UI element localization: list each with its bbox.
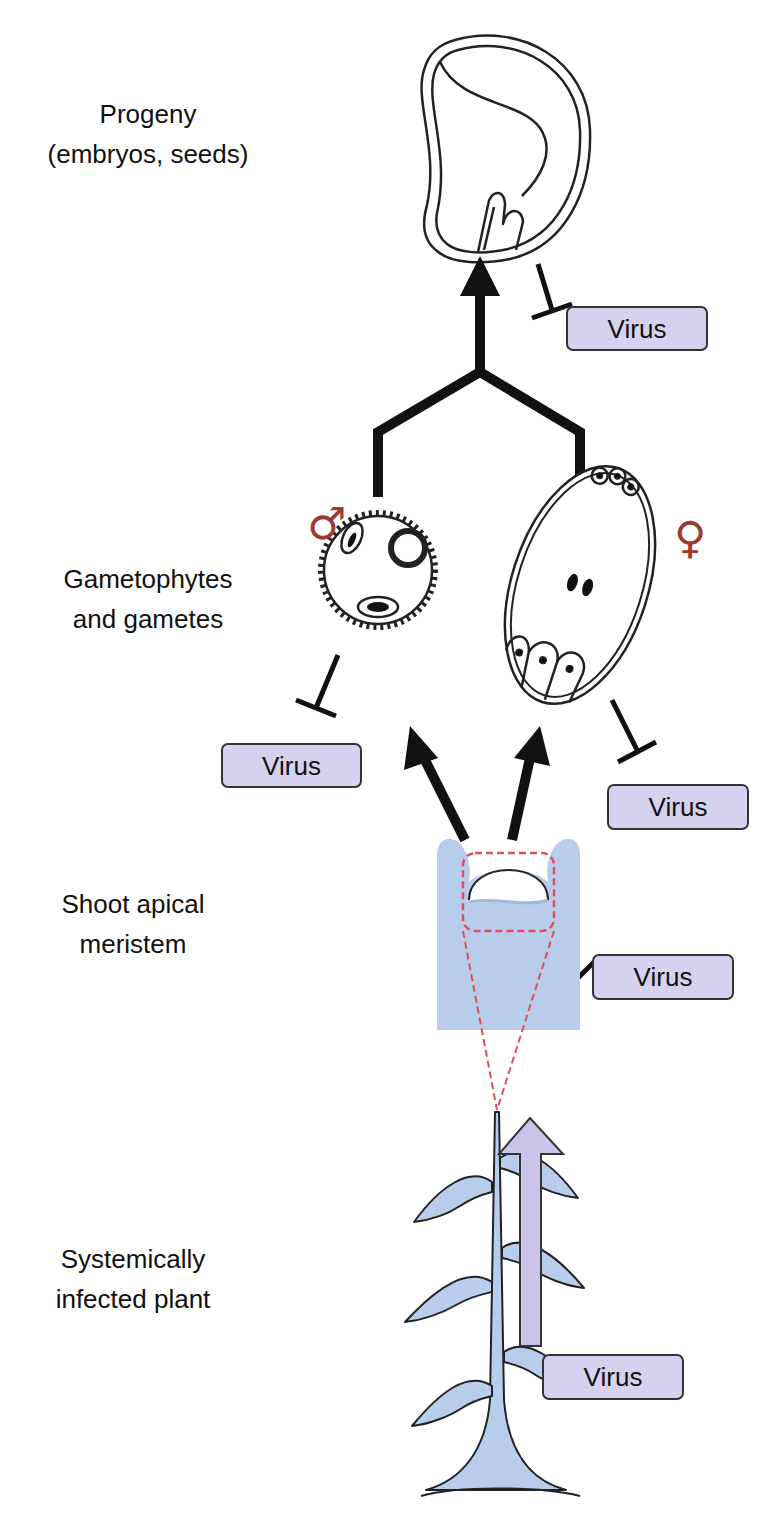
pollen-grain (391, 531, 425, 565)
embryo-sac (565, 664, 574, 673)
embryo-sac (590, 466, 610, 486)
plant-drawing (405, 1112, 584, 1496)
embryo-sac (621, 477, 641, 497)
inhibition-line (538, 264, 552, 310)
node-text: Virus (608, 314, 667, 344)
inhibition-line (316, 655, 338, 708)
plant-drawing (414, 1176, 492, 1222)
stage-heading: Gametophytes and gametes (53, 559, 243, 639)
sex-symbol: ♂ (297, 498, 357, 550)
development-arrow (512, 758, 530, 840)
inhibition-line (612, 700, 638, 752)
plant-drawing (412, 1381, 492, 1426)
merge-arrow (378, 290, 580, 497)
development-arrow (424, 758, 530, 840)
seed-drawing (422, 36, 591, 263)
node-text: Virus (584, 1362, 643, 1392)
stage-heading: Progeny (embryos, seeds) (43, 94, 253, 174)
embryo-sac (497, 633, 537, 686)
merge-arrow (475, 290, 485, 372)
seed-drawing (440, 62, 547, 196)
node-text: Virus (262, 751, 321, 781)
seed-drawing (422, 36, 591, 263)
plant-drawing (421, 1489, 580, 1497)
embryo-sac (627, 483, 635, 491)
inhibition-line (618, 742, 656, 762)
embryo-sac (546, 649, 588, 704)
embryo-sac (565, 572, 580, 592)
virus-box: Virus (221, 743, 362, 788)
embryo-sac (539, 656, 548, 665)
stage-heading: Shoot apical meristem (38, 884, 228, 964)
plant-drawing (502, 1243, 584, 1288)
meristem-drawing (437, 839, 580, 1110)
embryo-sac (477, 447, 682, 723)
embryo-sac (515, 648, 524, 657)
embryo-sac (580, 577, 595, 597)
meristem-drawing (437, 839, 580, 1030)
development-arrow (424, 758, 465, 840)
meristem-drawing (463, 853, 554, 931)
arrow-head (514, 726, 550, 766)
embryo-sac (596, 472, 604, 480)
sex-symbol: ♀ (660, 512, 720, 564)
embryo-sac (614, 472, 622, 480)
embryo-sac (485, 456, 675, 715)
pollen-grain (346, 531, 358, 548)
node-text: Virus (634, 962, 693, 992)
merge-arrow (378, 372, 580, 497)
node-text: Virus (649, 792, 708, 822)
virus-box: Virus (592, 954, 734, 1000)
meristem-drawing (469, 870, 548, 900)
arrow-head (460, 256, 500, 296)
stage-heading: Systemically infected plant (38, 1239, 228, 1319)
pollen-grain (358, 597, 398, 617)
meristem-drawing (463, 931, 554, 1110)
meristem-drawing (469, 900, 548, 903)
virus-box: Virus (607, 784, 749, 830)
arrow-head (404, 726, 438, 770)
virus-box: Virus (542, 1354, 684, 1400)
spread-arrow (499, 1118, 563, 1346)
embryo-sac (477, 447, 682, 723)
seed-drawing (478, 193, 523, 252)
inhibition-line (296, 700, 336, 716)
seed-drawing (484, 207, 494, 250)
embryo-sac (516, 638, 562, 700)
pollen-grain (367, 602, 389, 612)
virus-box: Virus (566, 306, 708, 351)
seed-drawing (432, 46, 580, 252)
meristem-drawing (469, 871, 548, 903)
plant-drawing (405, 1277, 492, 1322)
